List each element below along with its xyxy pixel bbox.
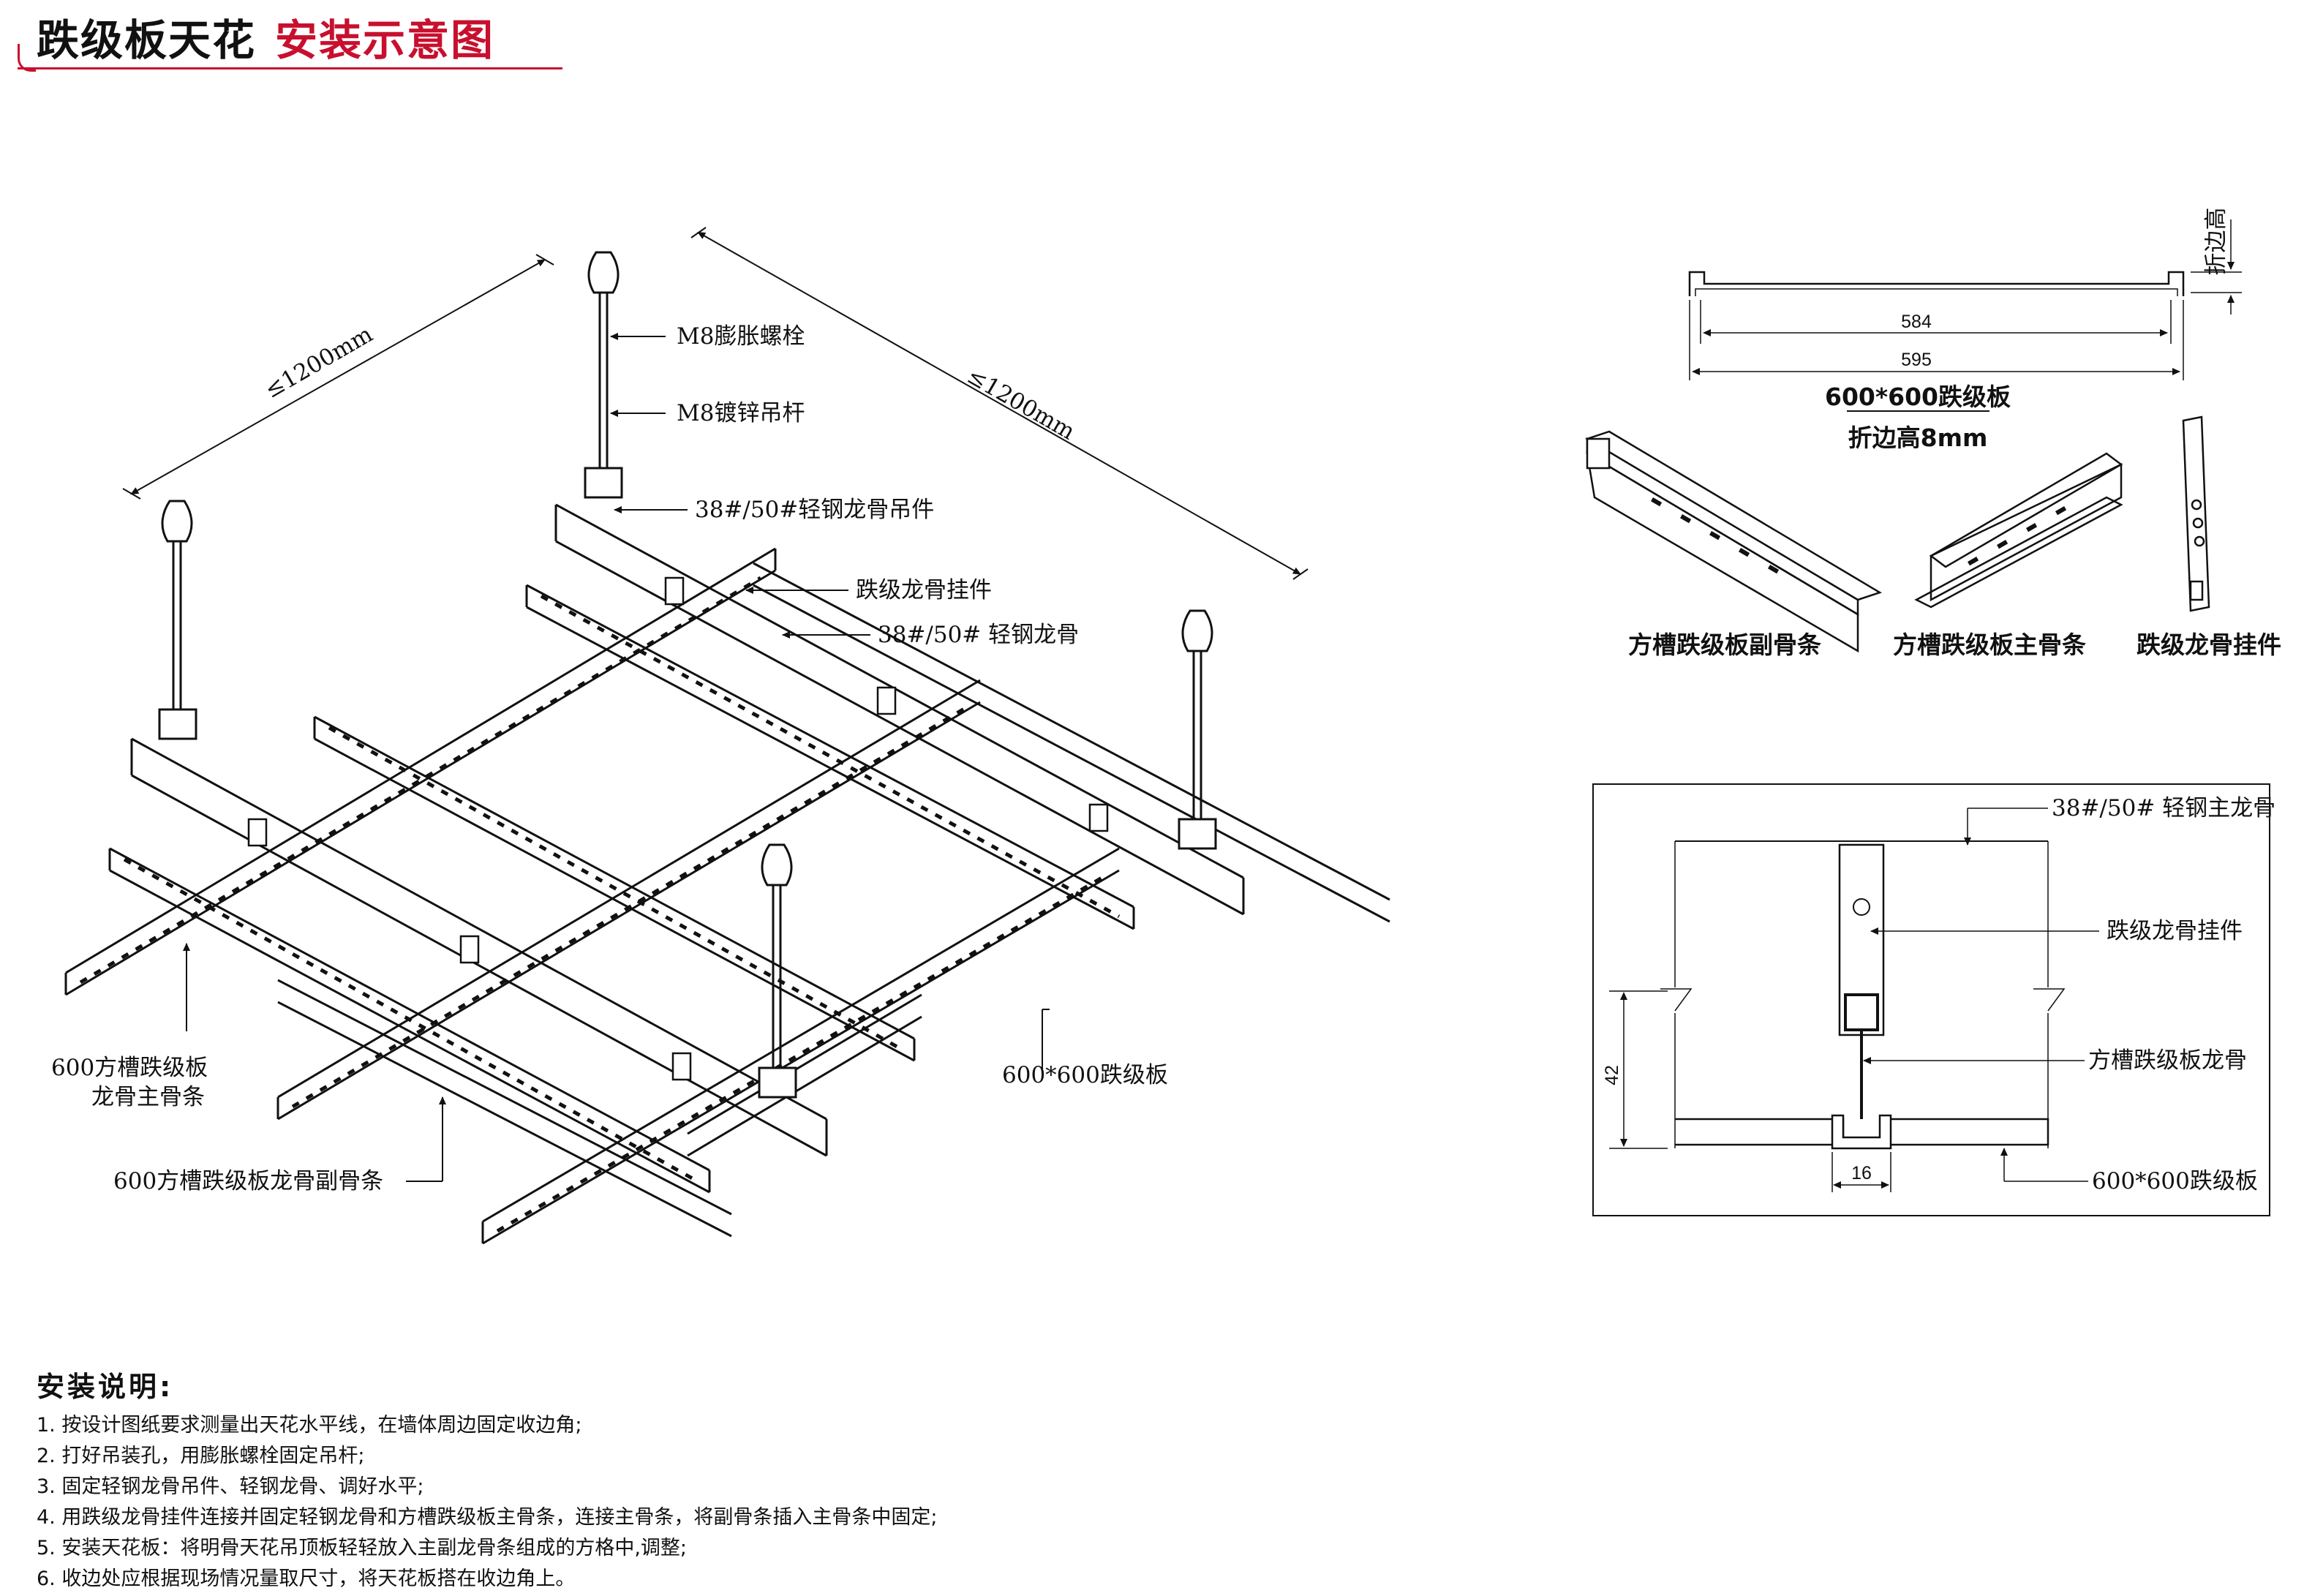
panel-profile [1688, 219, 2242, 412]
title-main: 跌级板天花 [37, 15, 257, 65]
label-main-runner-2: 龙骨主骨条 [91, 1084, 205, 1110]
dimension-lines [122, 227, 1309, 580]
section-label-runner: 方槽跌级板龙骨 [2088, 1047, 2247, 1074]
label-keel-hanger: 38#/50#轻钢龙骨吊件 [695, 497, 934, 523]
label-expansion-bolt: M8膨胀螺栓 [677, 323, 805, 350]
section-label-main-keel: 38#/50# 轻钢主龙骨 [2052, 795, 2275, 821]
runner-slots [79, 576, 1121, 1233]
note-item: 2. 打好吊装孔，用膨胀螺栓固定吊杆; [37, 1445, 365, 1467]
installation-notes: 安装说明: 1. 按设计图纸要求测量出天花水平线，在墙体周边固定收边角; 2. … [37, 1364, 1353, 1595]
main-leaders [183, 333, 1050, 1182]
section-detail [1592, 783, 2270, 1216]
drawing-canvas: ≤1200mm ≤1200mm M8膨胀螺栓 M8镀锌吊杆 38#/50#轻钢龙… [51, 208, 2281, 1245]
light-steel-keels [130, 503, 1245, 1157]
label-light-steel-keel: 38#/50# 轻钢龙骨 [878, 622, 1079, 648]
section-dim-42: 42 [1602, 1065, 1622, 1085]
dim-top-right: ≤1200mm [963, 363, 1080, 445]
isometric-ceiling-grid [64, 251, 1390, 1245]
dim-top-left: ≤1200mm [260, 321, 377, 404]
title-sub: 安装示意图 [275, 15, 495, 65]
dim-595: 595 [1901, 350, 1932, 370]
notes-title: 安装说明: [37, 1371, 174, 1403]
part-main-runner [1914, 452, 2123, 609]
part-label-main-runner: 方槽跌级板主骨条 [1893, 631, 2086, 659]
page-title: 跌级板天花安装示意图 [37, 6, 563, 69]
part-label-clip: 跌级龙骨挂件 [2137, 631, 2281, 659]
title-decoration [18, 44, 36, 72]
note-item: 3. 固定轻钢龙骨吊件、轻钢龙骨、调好水平; [37, 1475, 424, 1498]
panel-caption-1: 600*600跌级板 [1825, 383, 2011, 411]
part-label-cross-runner: 方槽跌级板副骨条 [1628, 631, 1821, 659]
part-clip [2182, 415, 2210, 612]
keel-brackets [247, 576, 1109, 1081]
note-item: 1. 按设计图纸要求测量出天花水平线，在墙体周边固定收边角; [37, 1414, 582, 1437]
part-cross-runner [1585, 430, 1882, 653]
note-item: 4. 用跌级龙骨挂件连接并固定轻钢龙骨和方槽跌级板主骨条，连接主骨条，将副骨条插… [37, 1506, 938, 1529]
label-main-runner-1: 600方槽跌级板 [51, 1055, 208, 1081]
fold-height-label: 折边高 [2203, 208, 2229, 276]
main-runners [64, 547, 1120, 1245]
note-item: 5. 安装天花板：将明骨天花吊顶板轻轻放入主副龙骨条组成的方格中,调整; [37, 1537, 688, 1559]
panel-caption-2: 折边高8mm [1848, 424, 1988, 452]
title-underline [18, 67, 562, 69]
label-galvanized-rod: M8镀锌吊杆 [677, 400, 805, 426]
section-label-clip: 跌级龙骨挂件 [2107, 918, 2243, 944]
section-dim-16: 16 [1851, 1163, 1872, 1183]
note-item: 6. 收边处应根据现场情况量取尺寸，将天花板搭在收边角上。 [37, 1567, 576, 1590]
label-panel: 600*600跌级板 [1002, 1062, 1168, 1088]
label-drop-keel-clip: 跌级龙骨挂件 [856, 577, 992, 603]
dim-584: 584 [1901, 312, 1932, 332]
hanger-rods [158, 251, 1217, 1099]
cross-runners [108, 562, 1390, 1238]
section-label-panel: 600*600跌级板 [2092, 1168, 2258, 1194]
label-cross-runner: 600方槽跌级板龙骨副骨条 [113, 1168, 383, 1194]
